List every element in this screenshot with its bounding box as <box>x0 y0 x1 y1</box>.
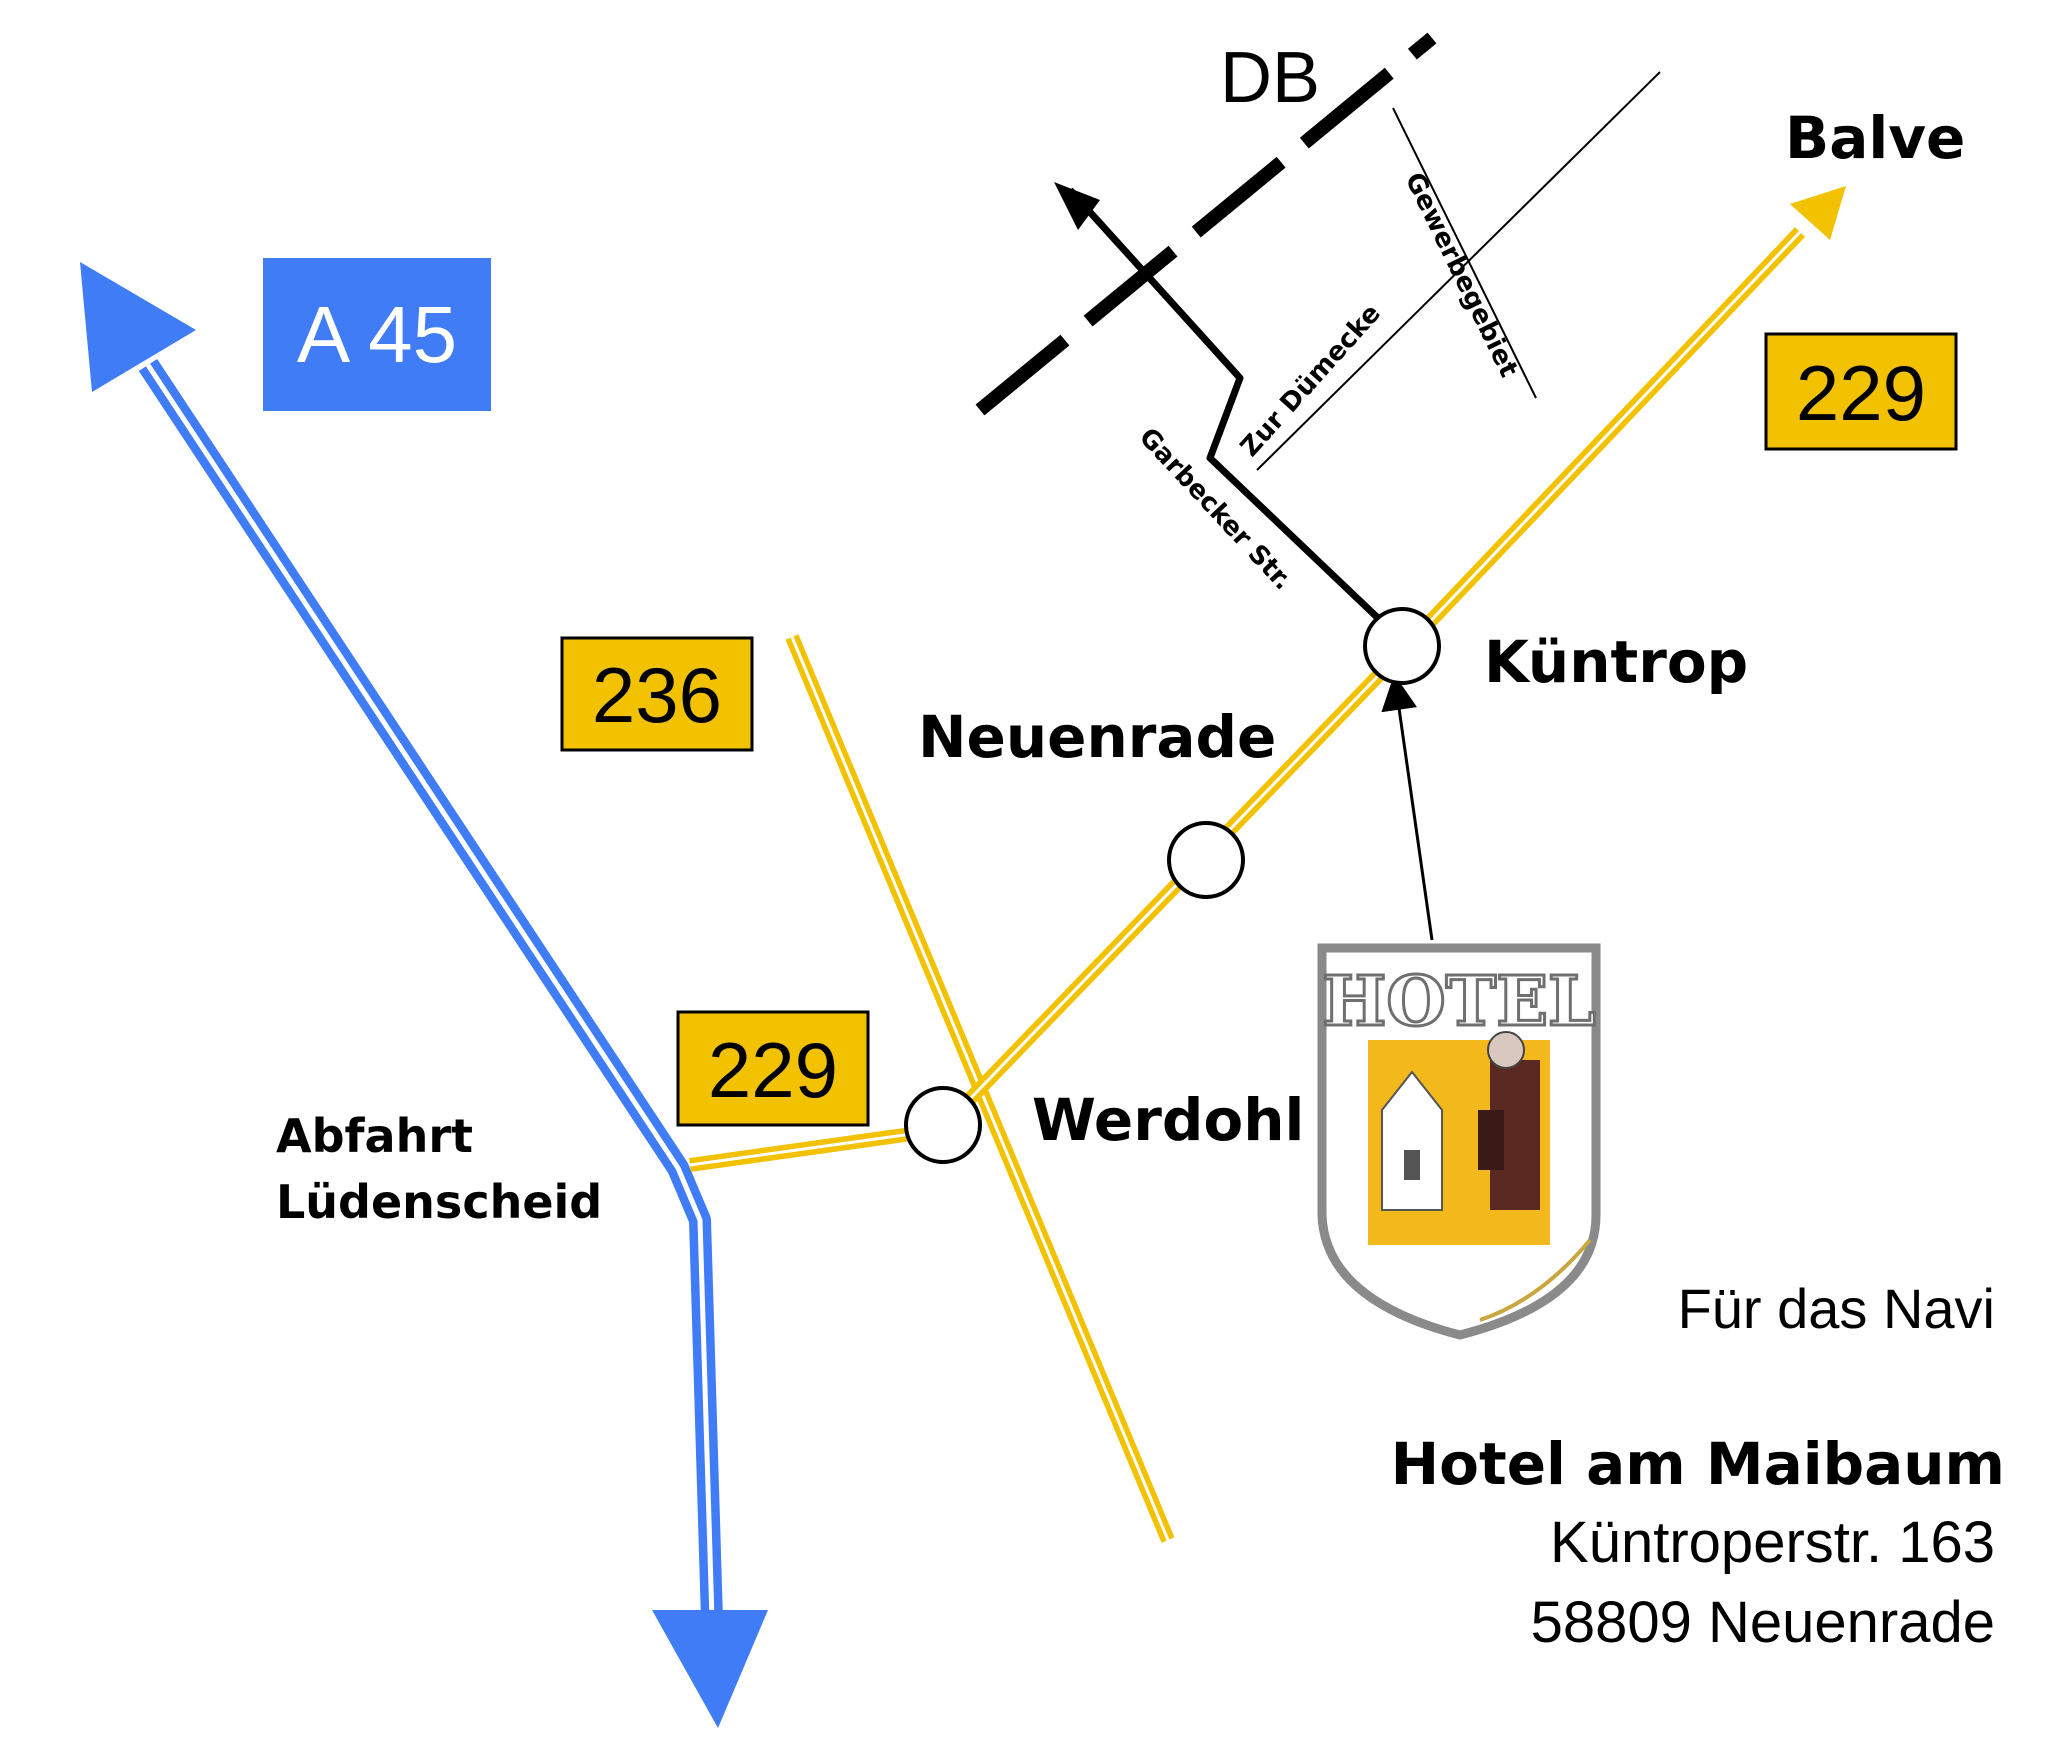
rail-label: DB <box>1220 38 1320 118</box>
motorway-shield-label: A 45 <box>297 290 457 379</box>
railway-line <box>975 32 1437 416</box>
local-streets <box>1054 71 1661 623</box>
hotel-street: Küntroperstr. 163 <box>1550 1510 1995 1575</box>
exit-label-line1: Abfahrt <box>276 1109 473 1163</box>
town-marker-werdohl <box>904 1086 982 1164</box>
road-b229 <box>689 186 1846 1172</box>
street-arrow-north-icon <box>1054 182 1100 230</box>
street-label-gewerbe: Gewerbegebiet <box>1399 168 1524 382</box>
route-shield-229-south: 229 <box>676 1010 870 1127</box>
svg-text:229: 229 <box>1796 349 1926 437</box>
hotel-logo: HOTEL <box>1317 943 1601 1340</box>
road-arrow-balve-icon <box>1790 186 1846 240</box>
town-marker-kuentrop <box>1363 607 1441 685</box>
exit-label-line2: Lüdenscheid <box>276 1175 602 1229</box>
svg-text:236: 236 <box>592 651 722 739</box>
street-label-zur-dunnecke: Zur Dümecke <box>1235 299 1387 463</box>
motorway-a45 <box>80 262 768 1728</box>
hotel-logo-text: HOTEL <box>1322 962 1596 1042</box>
hotel-pointer-arrow <box>1381 674 1434 941</box>
place-label-werdohl: Werdohl <box>1032 1086 1304 1154</box>
place-label-balve: Balve <box>1785 104 1965 172</box>
motorway-arrow-south-icon <box>652 1610 768 1728</box>
route-shield-236: 236 <box>560 636 754 752</box>
svg-text:229: 229 <box>708 1026 838 1114</box>
place-label-neuenrade: Neuenrade <box>918 703 1276 771</box>
route-shield-229-north: 229 <box>1764 332 1958 451</box>
motorway-shield-a45: A 45 <box>263 258 491 411</box>
navi-label: Für das Navi <box>1678 1277 1995 1340</box>
town-marker-neuenrade <box>1167 821 1245 899</box>
hotel-name: Hotel am Maibaum <box>1391 1430 2005 1498</box>
place-label-kuentrop: Küntrop <box>1484 628 1748 696</box>
motorway-arrow-north-icon <box>80 262 196 392</box>
hotel-city: 58809 Neuenrade <box>1531 1590 1995 1655</box>
